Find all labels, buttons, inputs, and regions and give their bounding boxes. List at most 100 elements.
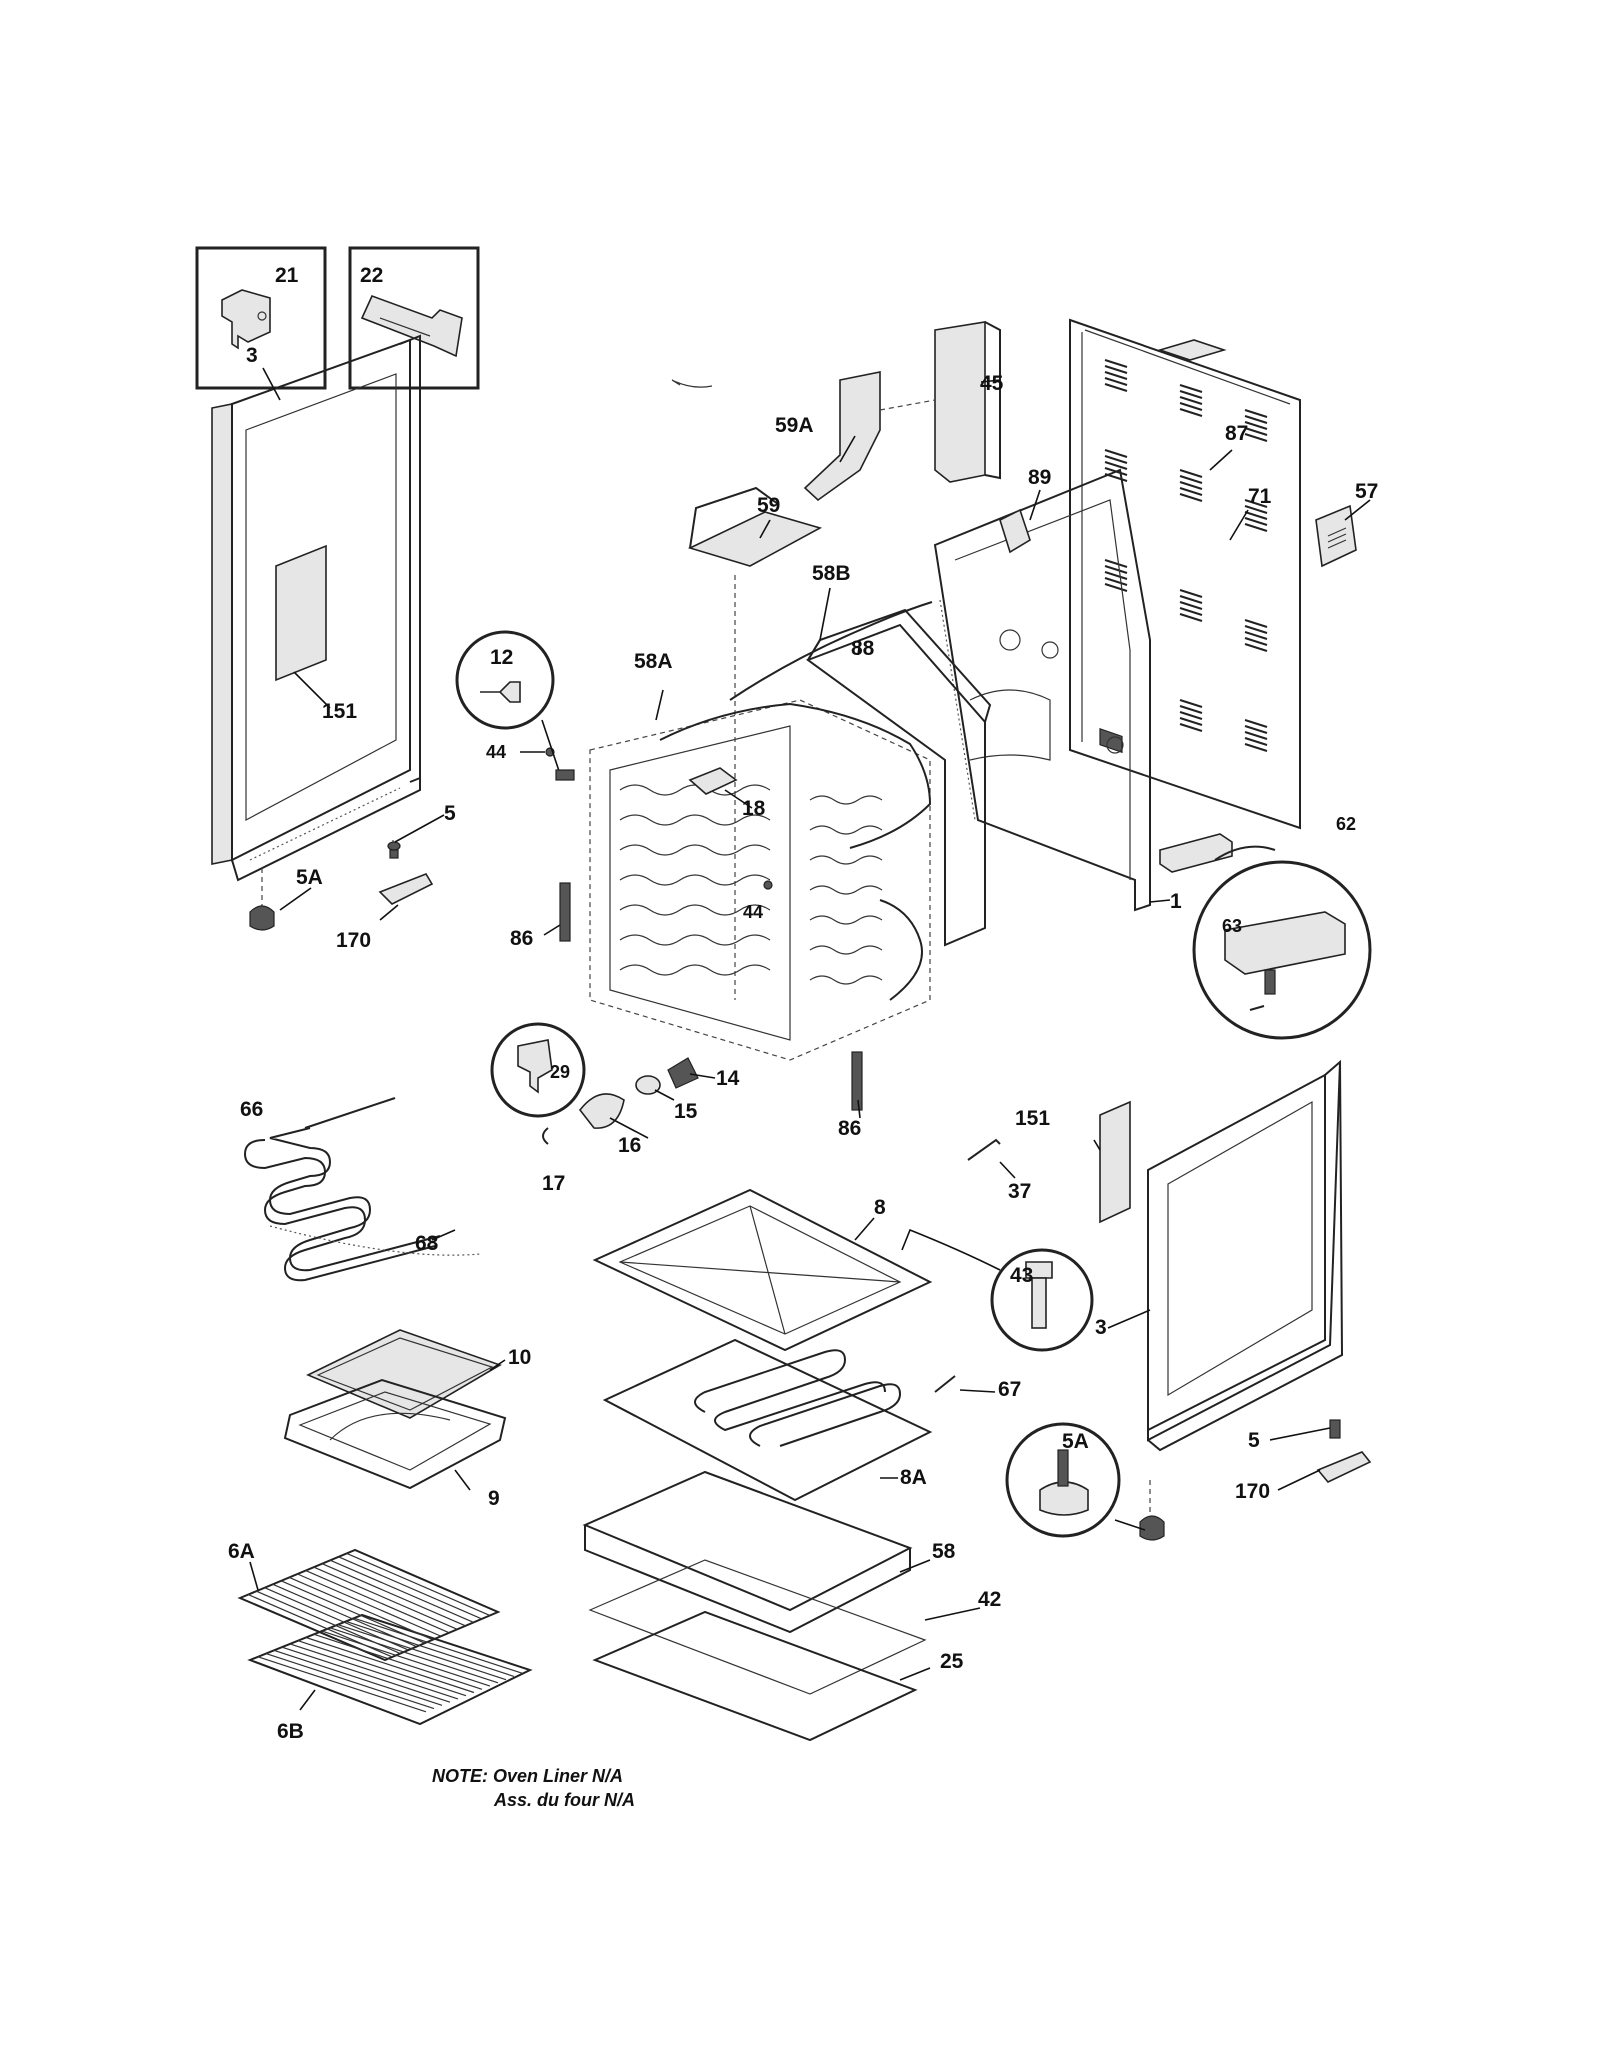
wire-88 bbox=[729, 601, 933, 701]
part-label-86-right: 86 bbox=[838, 1117, 861, 1140]
inset-box-22 bbox=[348, 246, 480, 390]
part-label-58B: 58B bbox=[812, 562, 851, 585]
screw-44-b bbox=[763, 880, 773, 890]
leveling-leg-5-right bbox=[1329, 1419, 1341, 1439]
part-label-59A: 59A bbox=[775, 414, 814, 437]
panel-cover-57 bbox=[1315, 504, 1357, 568]
part-label-58A: 58A bbox=[634, 650, 673, 673]
insulation-58 bbox=[582, 1470, 913, 1634]
part-label-37: 37 bbox=[1008, 1180, 1031, 1203]
retainer-17 bbox=[542, 1127, 549, 1145]
inset-circle-12 bbox=[455, 630, 575, 781]
leader-151-left bbox=[293, 671, 331, 709]
duct-59A bbox=[803, 371, 936, 502]
part-label-21: 21 bbox=[275, 264, 299, 287]
broil-element-66 bbox=[243, 1097, 441, 1282]
side-panel-right bbox=[1147, 1059, 1344, 1452]
part-label-59: 59 bbox=[757, 494, 780, 517]
frame-42 bbox=[588, 1559, 927, 1695]
oven-rack-6B bbox=[247, 1613, 533, 1726]
shield-68 bbox=[269, 1225, 481, 1256]
duct-45 bbox=[934, 321, 1001, 483]
part-label-25: 25 bbox=[940, 1650, 964, 1673]
hidden-bake-element-67 bbox=[934, 1375, 956, 1393]
note-line-1: NOTE: Oven Liner N/A bbox=[432, 1766, 623, 1786]
part-label-170-left: 170 bbox=[336, 929, 371, 952]
tab-87 bbox=[1157, 339, 1227, 361]
inset-circle-62 bbox=[1192, 860, 1372, 1040]
part-label-5-left: 5 bbox=[444, 802, 456, 825]
bracket-151-left bbox=[275, 544, 327, 682]
bracket-89 bbox=[999, 508, 1031, 554]
part-label-8A: 8A bbox=[900, 1466, 927, 1489]
part-label-43: 43 bbox=[1010, 1264, 1033, 1287]
part-label-42: 42 bbox=[978, 1588, 1001, 1611]
bracket-151-right bbox=[1099, 1100, 1131, 1224]
part-label-68: 68 bbox=[415, 1232, 439, 1255]
part-label-57: 57 bbox=[1355, 480, 1378, 503]
rack-support-86-right bbox=[851, 1051, 863, 1111]
bottom-panel-8 bbox=[592, 1188, 933, 1352]
part-label-151-left: 151 bbox=[322, 700, 357, 723]
part-label-5A-right: 5A bbox=[1062, 1430, 1089, 1453]
lamp-bulb-15 bbox=[635, 1075, 661, 1095]
leveling-leg-5A-right bbox=[1139, 1480, 1165, 1541]
part-label-89: 89 bbox=[1028, 466, 1051, 489]
part-label-8: 8 bbox=[874, 1196, 886, 1219]
part-label-44-b: 44 bbox=[743, 902, 763, 922]
inset-circle-43 bbox=[901, 1228, 1094, 1352]
oven-rack-6A bbox=[237, 1548, 501, 1662]
oven-cavity-58A bbox=[589, 699, 932, 1061]
part-label-44-a: 44 bbox=[486, 742, 506, 762]
part-label-151-right: 151 bbox=[1015, 1107, 1050, 1130]
bracket-170-right bbox=[1316, 1451, 1372, 1483]
part-label-9: 9 bbox=[488, 1487, 500, 1510]
part-label-6B: 6B bbox=[277, 1720, 304, 1743]
part-label-15: 15 bbox=[674, 1100, 698, 1123]
part-label-14: 14 bbox=[716, 1067, 740, 1090]
part-label-62: 62 bbox=[1336, 814, 1356, 834]
cover-25 bbox=[592, 1610, 918, 1742]
leveling-leg-5-left bbox=[387, 840, 401, 859]
leader-lines bbox=[249, 367, 1371, 1711]
part-label-88: 88 bbox=[851, 637, 875, 660]
element-59 bbox=[671, 379, 823, 1000]
part-label-3-left: 3 bbox=[246, 344, 258, 367]
vent-grilles-71 bbox=[1104, 359, 1268, 752]
part-label-6A: 6A bbox=[228, 1540, 255, 1563]
part-label-63: 63 bbox=[1222, 916, 1242, 936]
part-label-5A-left: 5A bbox=[296, 866, 323, 889]
inset-circle-5A-right bbox=[1005, 1422, 1121, 1538]
part-label-1: 1 bbox=[1170, 890, 1182, 913]
part-label-170-right: 170 bbox=[1235, 1480, 1270, 1503]
broiler-grid-10 bbox=[306, 1329, 502, 1419]
side-panel-left bbox=[211, 334, 421, 882]
part-label-18: 18 bbox=[742, 797, 766, 820]
part-label-10: 10 bbox=[508, 1346, 531, 1369]
part-label-12: 12 bbox=[490, 646, 513, 669]
part-label-71: 71 bbox=[1248, 485, 1272, 508]
part-label-86-left: 86 bbox=[510, 927, 533, 950]
part-label-45: 45 bbox=[980, 372, 1004, 395]
inset-box-21 bbox=[195, 246, 327, 390]
rack-wires bbox=[247, 1552, 523, 1713]
lamp-socket-14 bbox=[667, 1057, 699, 1089]
part-label-58: 58 bbox=[932, 1540, 956, 1563]
lamp-cover-16 bbox=[578, 1093, 625, 1129]
bracket-170-left bbox=[378, 873, 434, 905]
part-label-17: 17 bbox=[542, 1172, 565, 1195]
rack-support-86-left bbox=[559, 882, 571, 942]
sensor-37 bbox=[967, 1138, 1001, 1161]
part-label-16: 16 bbox=[618, 1134, 641, 1157]
bracket-18 bbox=[688, 767, 738, 795]
broiler-pan-9 bbox=[283, 1378, 507, 1490]
part-label-66: 66 bbox=[240, 1098, 263, 1121]
terminal-block-62 bbox=[1159, 833, 1276, 873]
part-label-3-right: 3 bbox=[1095, 1316, 1107, 1339]
part-label-29: 29 bbox=[550, 1062, 570, 1082]
back-panel-71 bbox=[1069, 318, 1301, 830]
inset-circle-29 bbox=[490, 1022, 586, 1118]
leveling-leg-5A-left bbox=[249, 868, 275, 931]
cavity-wave-lines bbox=[619, 784, 883, 985]
